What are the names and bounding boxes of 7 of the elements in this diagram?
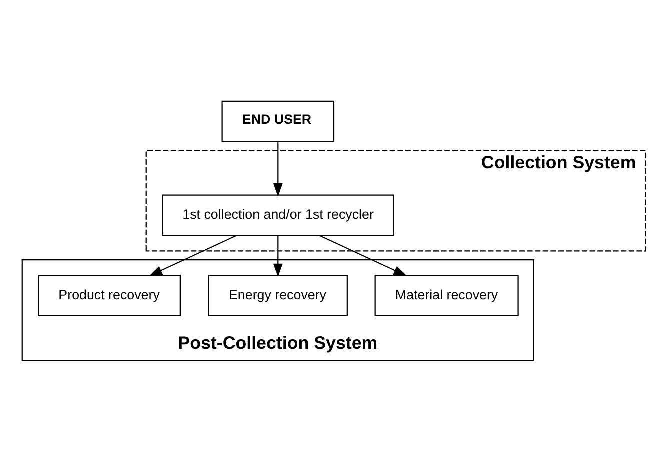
node-box: Product recovery: [38, 275, 181, 316]
node-box: 1st collection and/or 1st recycler: [162, 194, 394, 236]
node-box: Energy recovery: [208, 275, 348, 316]
arrow: [273, 236, 283, 278]
arrow: [273, 142, 283, 197]
node-box: Material recovery: [374, 275, 519, 316]
node-box: END USER: [222, 100, 335, 142]
